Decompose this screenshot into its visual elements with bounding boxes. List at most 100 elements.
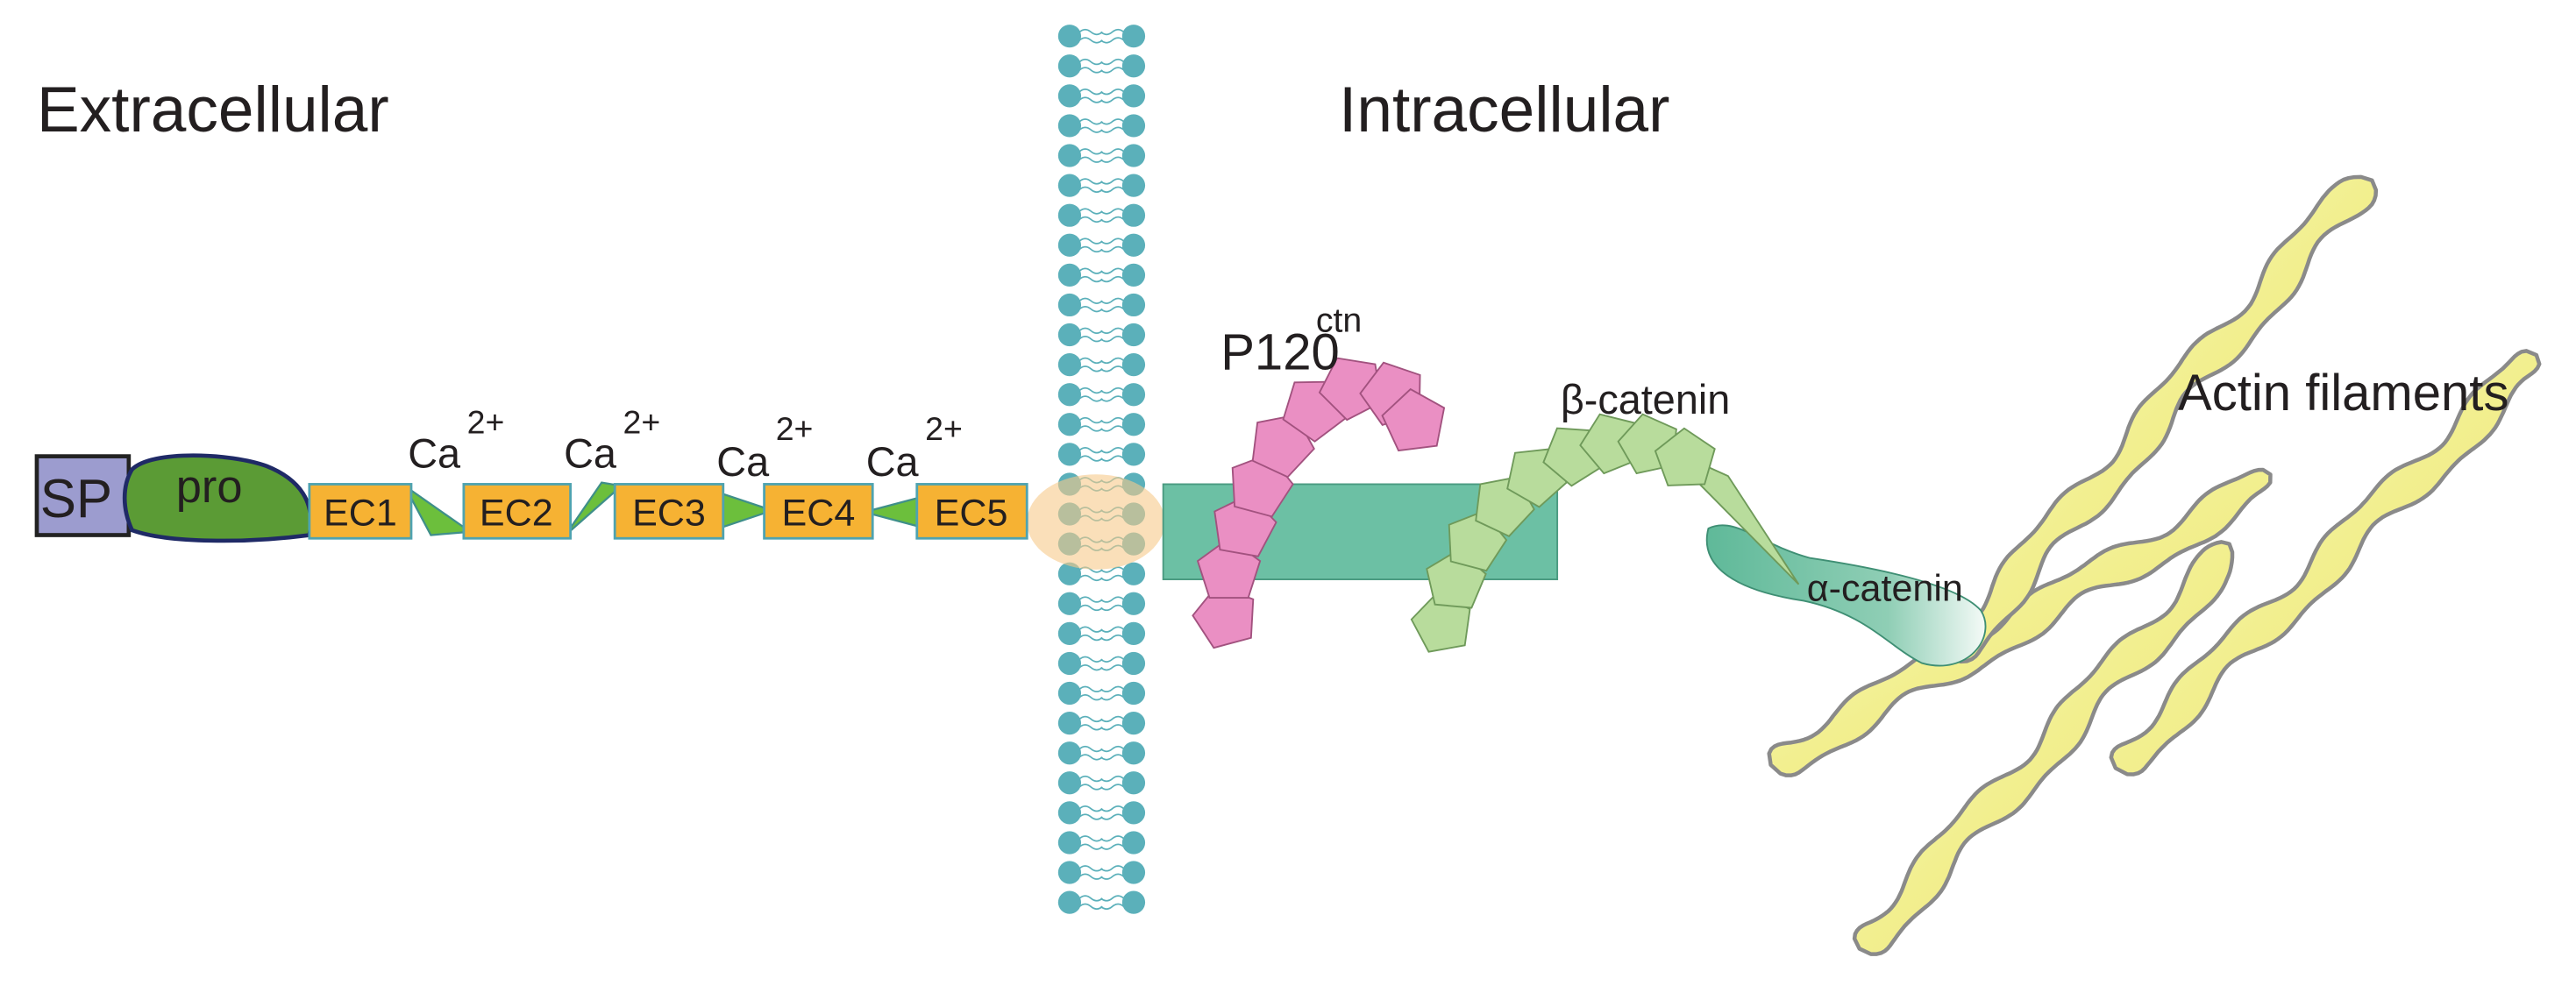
lipid-tail (1099, 805, 1125, 812)
lipid-tail (1099, 238, 1125, 245)
lipid-tail (1099, 245, 1125, 253)
lipid-head (1121, 861, 1146, 884)
lipid-tail (1078, 416, 1103, 424)
lipid-tail (1099, 873, 1125, 880)
lipid-tail (1078, 327, 1103, 335)
lipid-row (1057, 443, 1146, 466)
lipid-head (1057, 890, 1082, 914)
lipid-head (1057, 621, 1082, 645)
p120-label: P120 (1220, 323, 1340, 380)
lipid-row (1057, 263, 1146, 287)
lipid-head (1057, 174, 1082, 197)
lipid-tail (1078, 216, 1103, 223)
lipid-row (1057, 144, 1146, 167)
lipid-head (1121, 383, 1146, 407)
lipid-tail (1078, 425, 1103, 432)
lipid-tail (1099, 745, 1125, 753)
lipid-tail (1099, 267, 1125, 274)
lipid-head (1121, 84, 1146, 108)
lipid-tail (1099, 156, 1125, 163)
lipid-tail (1078, 574, 1103, 582)
calcium-ion-labels: Ca 2+ Ca 2+ Ca 2+ Ca 2+ (408, 403, 963, 485)
lipid-head (1057, 323, 1082, 347)
lipid-tail (1078, 67, 1103, 74)
lipid-head (1057, 712, 1082, 735)
lipid-tail (1099, 37, 1125, 44)
calcium-label-3: Ca (716, 439, 770, 485)
actin-filament (1767, 467, 2273, 777)
lipid-tail (1099, 387, 1125, 394)
lipid-head (1057, 383, 1082, 407)
lipid-head (1121, 203, 1146, 227)
lipid-head (1057, 771, 1082, 795)
p120-superscript: ctn (1316, 301, 1362, 339)
lipid-head (1057, 84, 1082, 108)
lipid-row (1057, 25, 1146, 48)
lipid-tail (1078, 903, 1103, 910)
ec4-label: EC4 (782, 492, 856, 534)
lipid-row (1057, 562, 1146, 585)
lipid-tail (1078, 126, 1103, 133)
lipid-tail (1099, 754, 1125, 761)
lipid-tail (1099, 574, 1125, 582)
lipid-tail (1099, 416, 1125, 424)
lipid-head (1121, 144, 1146, 167)
beta-catenin-label: β-catenin (1561, 377, 1730, 422)
ec2-label: EC2 (480, 492, 553, 534)
lipid-tail (1078, 656, 1103, 663)
lipid-tail (1078, 835, 1103, 842)
lipid-head (1057, 144, 1082, 167)
lipid-tail (1078, 775, 1103, 783)
lipid-tail (1078, 754, 1103, 761)
lipid-head (1057, 233, 1082, 257)
lipid-head (1057, 861, 1082, 884)
lipid-tail (1078, 634, 1103, 642)
lipid-tail (1078, 843, 1103, 850)
lipid-row (1057, 174, 1146, 197)
lipid-tail (1099, 455, 1125, 462)
lipid-row (1057, 54, 1146, 78)
lipid-head (1121, 741, 1146, 765)
lipid-head (1121, 114, 1146, 138)
lipid-row (1057, 831, 1146, 855)
lipid-tail (1099, 843, 1125, 850)
ec5-label: EC5 (935, 492, 1008, 534)
lipid-tail (1078, 694, 1103, 701)
lipid-tail (1078, 267, 1103, 274)
lipid-head (1121, 323, 1146, 347)
lipid-row (1057, 861, 1146, 884)
lipid-head (1121, 443, 1146, 466)
lipid-row (1057, 712, 1146, 735)
lipid-head (1057, 681, 1082, 706)
lipid-tail (1099, 118, 1125, 125)
lipid-tail (1078, 873, 1103, 880)
lipid-head (1057, 443, 1082, 466)
lipid-tail (1078, 387, 1103, 394)
lipid-row (1057, 681, 1146, 706)
calcium-charge-2: 2+ (623, 403, 661, 440)
signal-peptide-label: SP (40, 469, 112, 529)
lipid-head (1057, 353, 1082, 377)
lipid-head (1057, 801, 1082, 825)
lipid-tail (1099, 813, 1125, 820)
lipid-head (1121, 263, 1146, 287)
calcium-binding-links (403, 481, 922, 536)
lipid-head (1057, 25, 1082, 48)
lipid-row (1057, 84, 1146, 108)
lipid-tail (1078, 148, 1103, 155)
transmembrane-domain (1027, 474, 1165, 570)
lipid-tail (1099, 596, 1125, 603)
lipid-tail (1078, 596, 1103, 603)
lipid-head (1121, 651, 1146, 676)
lipid-tail (1078, 297, 1103, 304)
lipid-tail (1078, 685, 1103, 693)
lipid-tail (1078, 96, 1103, 103)
lipid-tail (1099, 208, 1125, 215)
lipid-head (1057, 592, 1082, 615)
calcium-label-2: Ca (564, 431, 617, 477)
lipid-tail (1078, 118, 1103, 125)
lipid-tail (1099, 634, 1125, 642)
lipid-tail (1078, 813, 1103, 820)
lipid-tail (1099, 685, 1125, 693)
